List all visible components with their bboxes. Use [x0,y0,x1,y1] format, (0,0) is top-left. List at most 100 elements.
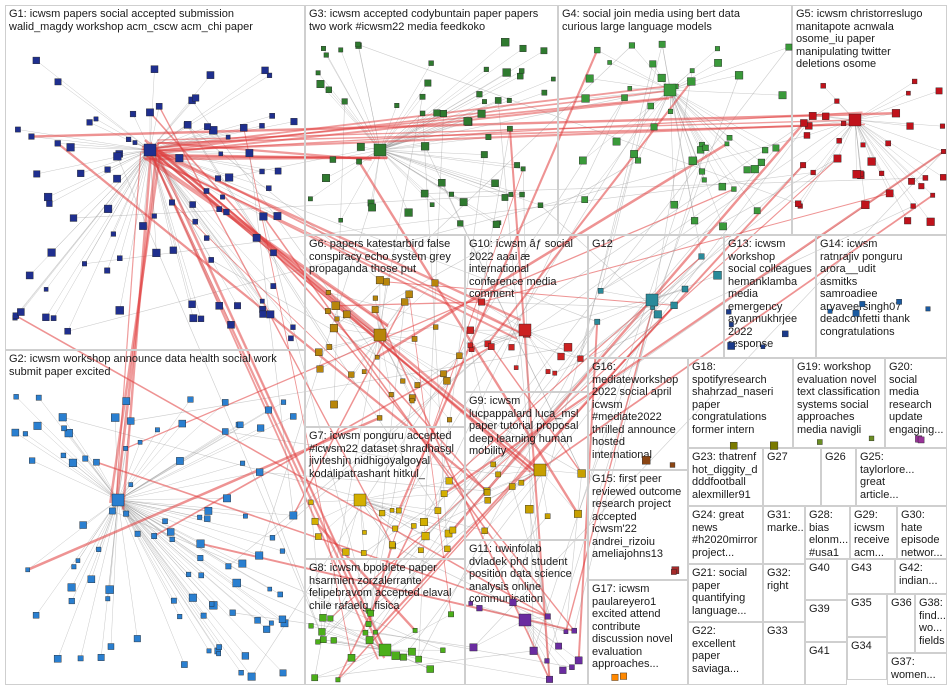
node-g5[interactable] [803,132,811,139]
node-g11[interactable] [571,627,577,634]
node-g9[interactable] [484,497,491,504]
group-g22[interactable]: G22: excellent paper saviaga... [688,622,763,685]
node-g6[interactable] [388,392,394,398]
node-g2[interactable] [204,515,211,522]
node-g1[interactable] [104,204,113,213]
node-g6[interactable] [315,348,323,356]
node-g7[interactable] [396,507,402,514]
node-g2[interactable] [263,625,271,633]
node-g3[interactable] [519,191,525,198]
node-g4[interactable] [698,168,706,175]
node-g10[interactable] [488,343,495,350]
node-g1[interactable] [146,108,154,117]
node-g6[interactable] [342,310,351,319]
node-g2[interactable] [200,612,207,619]
node-g1[interactable] [54,140,61,147]
node-g12[interactable] [653,310,662,319]
node-g9[interactable] [483,489,491,496]
node-g1[interactable] [132,140,138,145]
node-g6[interactable] [371,306,379,314]
node-g3[interactable] [507,125,513,132]
node-g1[interactable] [225,173,234,182]
node-g7[interactable] [379,510,386,517]
node-g1[interactable] [113,174,121,183]
node-g2[interactable] [67,583,76,592]
node-g1[interactable] [218,151,224,157]
node-g7[interactable] [444,545,451,552]
node-g2[interactable] [171,597,177,604]
node-g2[interactable] [133,635,141,643]
node-g4[interactable] [772,144,780,152]
node-g1[interactable] [239,124,248,132]
node-g2[interactable] [223,494,231,503]
node-g2[interactable] [111,413,120,422]
node-g3[interactable] [368,203,376,212]
node-g5[interactable] [860,142,866,148]
node-g11[interactable] [546,675,553,683]
node-g3[interactable] [494,97,502,104]
node-g6[interactable] [330,400,338,409]
node-g6[interactable] [400,378,406,384]
node-g4[interactable] [607,60,612,65]
node-g11[interactable] [574,656,583,665]
node-g19[interactable] [817,439,823,445]
node-g9[interactable] [490,461,496,468]
group-g25[interactable]: G25: taylorlore... great article... [856,448,947,506]
node-g2[interactable] [68,597,75,605]
group-g29[interactable]: G29: icwsm receive acm... [850,506,897,559]
node-g2[interactable] [197,555,204,562]
node-g5[interactable] [912,78,918,85]
node-g2[interactable] [32,612,40,619]
node-g6[interactable] [405,290,413,298]
node-g1[interactable] [234,302,241,310]
node-g6[interactable] [433,324,439,330]
node-g1[interactable] [216,206,223,212]
node-g17[interactable] [620,672,628,680]
node-g6[interactable] [316,365,324,373]
group-g2[interactable]: G2: icwsm workshop announce data health … [5,350,305,685]
node-g1[interactable] [86,119,93,126]
node-g1[interactable] [273,212,282,220]
node-g4[interactable] [731,186,737,192]
node-g8[interactable] [330,637,337,644]
node-g4[interactable] [650,123,658,131]
node-g2[interactable] [61,425,67,432]
node-g3[interactable] [541,89,548,96]
node-g3[interactable] [356,158,362,165]
node-g6[interactable] [443,377,451,385]
node-g1[interactable] [204,123,211,131]
node-g5[interactable] [836,138,842,144]
node-g13[interactable] [728,322,734,327]
node-g4[interactable] [778,91,787,100]
node-g1[interactable] [15,126,21,133]
node-g1[interactable] [259,123,265,129]
node-g2[interactable] [265,406,272,414]
node-g5[interactable] [918,183,925,190]
node-g10[interactable] [467,342,473,348]
group-g27[interactable]: G27 [763,448,821,506]
node-g1[interactable] [44,192,53,202]
node-g4[interactable] [658,40,666,48]
group-g33[interactable]: G33 [763,622,805,685]
node-g5[interactable] [891,109,901,118]
node-g7[interactable] [411,523,417,529]
node-g2[interactable] [13,394,19,400]
node-g3[interactable] [463,117,472,126]
node-g6[interactable] [326,344,333,350]
node-g1[interactable] [252,233,261,242]
node-g2[interactable] [58,413,67,422]
node-g1[interactable] [169,246,177,254]
node-g3[interactable] [341,98,348,105]
node-g2[interactable] [197,514,203,520]
node-g2[interactable] [198,572,205,579]
node-g2[interactable] [105,585,114,594]
node-g1[interactable] [93,116,99,122]
node-g1[interactable] [270,283,277,289]
node-g3[interactable] [439,110,447,118]
node-g3[interactable] [551,76,556,82]
node-g5[interactable] [822,112,830,120]
node-g4[interactable] [635,157,642,164]
node-g5[interactable] [940,174,947,181]
node-g1[interactable] [104,267,111,274]
group-g20[interactable]: G20: social media research update engagi… [885,358,947,448]
